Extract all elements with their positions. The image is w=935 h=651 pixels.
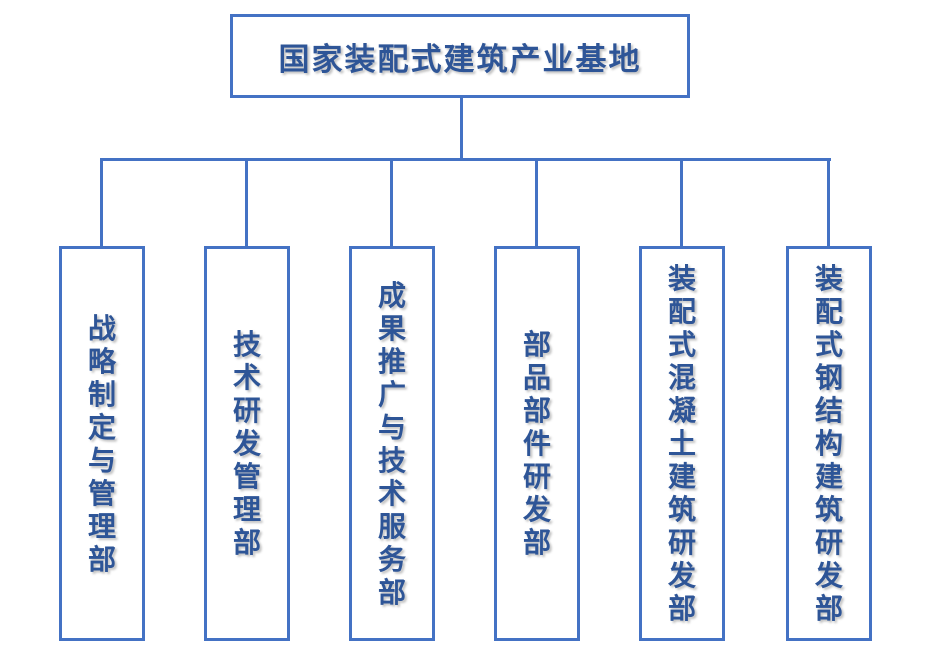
- dept-node-label: 装配式混凝土建筑研发部: [667, 263, 696, 624]
- connector-drop-6: [827, 158, 830, 246]
- connector-drop-3: [390, 158, 393, 246]
- dept-node-tech-rd-management: 技术研发管理部: [204, 246, 290, 641]
- dept-node-label: 技术研发管理部: [232, 329, 261, 558]
- connector-drop-2: [245, 158, 248, 246]
- root-node-label: 国家装配式建筑产业基地: [278, 41, 642, 77]
- dept-node-precast-concrete-rd: 装配式混凝土建筑研发部: [639, 246, 725, 641]
- dept-node-parts-components-rd: 部品部件研发部: [494, 246, 580, 641]
- dept-node-label: 部品部件研发部: [522, 329, 551, 558]
- dept-node-strategy-management: 战略制定与管理部: [59, 246, 145, 641]
- dept-node-label: 战略制定与管理部: [87, 312, 116, 575]
- connector-drop-1: [100, 158, 103, 246]
- dept-node-label: 装配式钢结构建筑研发部: [814, 263, 843, 624]
- dept-node-steel-structure-rd: 装配式钢结构建筑研发部: [786, 246, 872, 641]
- connector-stem: [460, 97, 463, 160]
- connector-horizontal: [101, 158, 831, 161]
- root-node: 国家装配式建筑产业基地: [230, 14, 690, 98]
- connector-drop-4: [535, 158, 538, 246]
- dept-node-label: 成果推广与技术服务部: [377, 279, 406, 608]
- connector-drop-5: [680, 158, 683, 246]
- dept-node-promotion-tech-service: 成果推广与技术服务部: [349, 246, 435, 641]
